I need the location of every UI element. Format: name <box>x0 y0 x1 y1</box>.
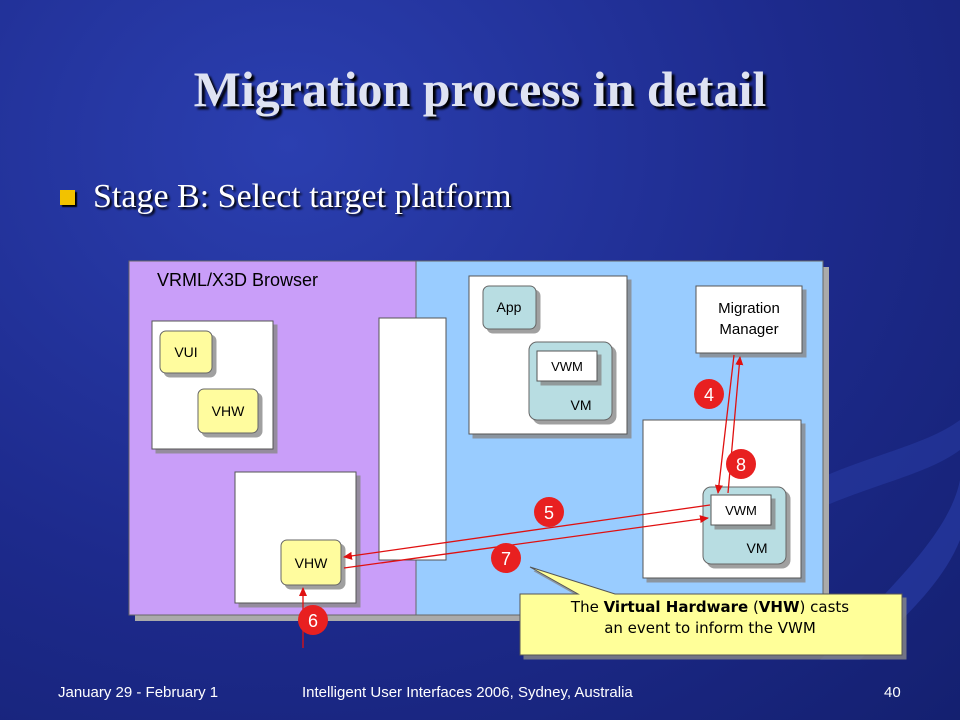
callout-bubble <box>519 566 903 656</box>
step-5-label: 5 <box>544 503 554 523</box>
bullet-square-icon <box>60 189 75 205</box>
callout-pre: The <box>570 598 604 616</box>
vwm-top-box <box>536 350 598 382</box>
step-4-label: 4 <box>704 385 714 405</box>
arrow-step-7 <box>343 515 709 569</box>
bullet-text: Stage B: Select target platform <box>93 178 512 215</box>
vwm-bottom-label: VWM <box>725 503 757 518</box>
migration-manager-line2: Manager <box>719 321 778 338</box>
footer-page-number: 40 <box>884 684 901 701</box>
step-4-marker: 4 <box>694 379 724 409</box>
footer-date: January 29 - February 1 <box>58 684 219 701</box>
step-6-marker: 6 <box>298 605 328 635</box>
callout-line-2: an event to inform the VWM <box>604 619 816 637</box>
slide-title: Migration process in detail <box>193 61 767 117</box>
migration-manager-line1: Migration <box>718 300 780 317</box>
callout-line-1: The Virtual Hardware (VHW) casts <box>518 597 902 618</box>
step-6-label: 6 <box>308 611 318 631</box>
migration-manager-box <box>695 285 803 354</box>
vhw-bottom-label: VHW <box>295 555 328 571</box>
arrow-step-4 <box>714 354 735 494</box>
arrow-step-5 <box>343 504 711 560</box>
vui-label: VUI <box>174 344 197 360</box>
callout-bold-vhw: VHW <box>758 598 800 616</box>
callout-post: ) casts <box>799 598 850 616</box>
vm-bottom-label: VM <box>747 540 768 556</box>
step-7-marker: 7 <box>491 543 521 573</box>
callout-mid: ( <box>748 598 759 616</box>
step-8-label: 8 <box>736 455 746 475</box>
vui-box <box>159 330 213 374</box>
step-5-marker: 5 <box>534 497 564 527</box>
footer-conference: Intelligent User Interfaces 2006, Sydney… <box>302 684 633 701</box>
callout-bold-virtual-hardware: Virtual Hardware <box>603 598 749 616</box>
step-8-marker: 8 <box>726 449 756 479</box>
app-label: App <box>497 299 522 315</box>
callout-text: The Virtual Hardware (VHW) casts an even… <box>518 597 902 639</box>
browser-label: VRML/X3D Browser <box>157 270 318 290</box>
app-box <box>482 285 537 330</box>
vm-top-label: VM <box>571 397 592 413</box>
step-7-label: 7 <box>501 549 511 569</box>
vhw-left-box <box>197 388 259 434</box>
vhw-bottom-box <box>280 539 342 586</box>
vhw-left-label: VHW <box>212 403 245 419</box>
vwm-top-label: VWM <box>551 359 583 374</box>
vwm-bottom-box <box>710 494 772 526</box>
center-bridge-box <box>378 317 447 561</box>
bullet-item: Stage B: Select target platform <box>60 178 512 216</box>
